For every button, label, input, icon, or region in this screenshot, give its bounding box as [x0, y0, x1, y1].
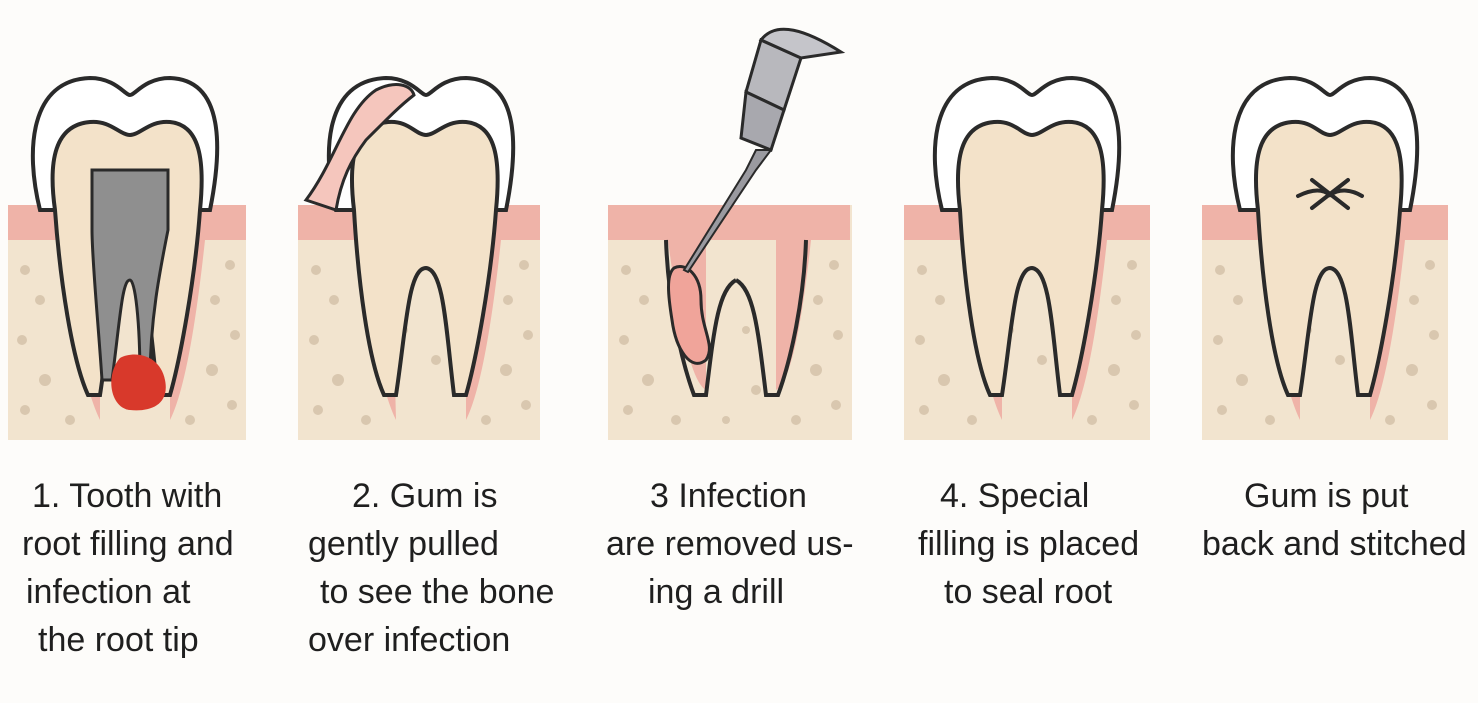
step-1-illustration	[8, 75, 246, 440]
tooth-body	[956, 119, 1106, 397]
infection-spot	[111, 354, 166, 411]
step-5-panel: Gum is put back and stitched	[1200, 0, 1478, 703]
caption-line: Gum is put	[1244, 477, 1409, 515]
caption-line: the root tip	[38, 621, 199, 659]
step-5-caption: Gum is put back and stitched	[1202, 472, 1467, 568]
step-5-illustration	[1202, 75, 1448, 440]
caption-line: 4. Special	[940, 477, 1090, 515]
caption-line: root filling and	[22, 525, 234, 563]
infection-cavity	[667, 265, 711, 365]
step-2-caption: 2. Gum is gently pulled to see the bone …	[308, 472, 554, 664]
caption-line: gently pulled	[308, 525, 499, 563]
caption-line: 3 Infection	[650, 477, 807, 515]
bone-dots	[619, 260, 843, 425]
caption-line: back and stitched	[1202, 525, 1467, 563]
caption-line: are removed us-	[606, 525, 854, 563]
step-2-illustration	[298, 75, 540, 440]
step-3-caption: 3 Infection are removed us- ing a drill	[606, 472, 854, 616]
step-1-caption: 1. Tooth with root filling and infection…	[22, 472, 234, 664]
tooth-body	[1254, 119, 1404, 397]
caption-line: 1. Tooth with	[32, 477, 223, 515]
drill-tool	[682, 27, 846, 274]
step-1-panel: 1. Tooth with root filling and infection…	[0, 0, 300, 703]
step-4-illustration	[904, 75, 1150, 440]
step-3-illustration	[608, 27, 852, 440]
step-3-panel: 3 Infection are removed us- ing a drill	[606, 0, 906, 703]
root-filling	[90, 168, 170, 382]
bone-block	[608, 205, 852, 440]
caption-line: filling is placed	[918, 525, 1140, 563]
caption-line: to see the bone	[320, 573, 555, 611]
step-2-panel: 2. Gum is gently pulled to see the bone …	[296, 0, 596, 703]
step-4-caption: 4. Special filling is placed to seal roo…	[918, 472, 1139, 616]
gum-flap	[303, 83, 416, 212]
caption-line: over infection	[308, 621, 511, 659]
stitch-mark	[1296, 178, 1364, 210]
caption-line: to seal root	[944, 573, 1113, 611]
bone-dots	[309, 260, 533, 425]
tooth-body	[350, 119, 500, 397]
caption-line: infection at	[26, 573, 191, 611]
gum-tissue	[608, 205, 850, 390]
caption-line: 2. Gum is	[352, 477, 498, 515]
step-4-panel: 4. Special filling is placed to seal roo…	[902, 0, 1202, 703]
caption-line: ing a drill	[648, 573, 785, 611]
